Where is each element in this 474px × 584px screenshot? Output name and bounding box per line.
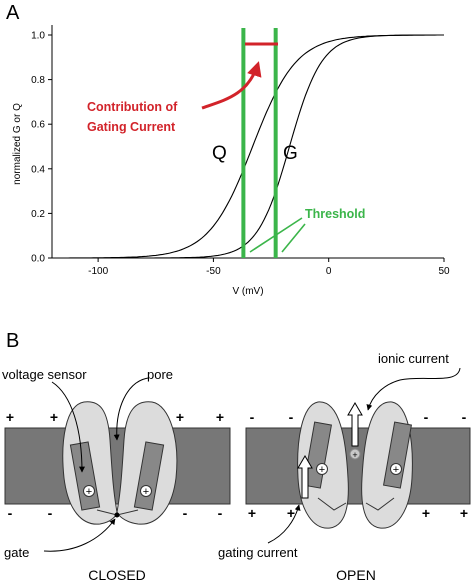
ion-icon (349, 448, 361, 460)
y-tick-label: 0.4 (31, 164, 45, 175)
threshold-pointer-2 (281, 223, 306, 253)
gating-current-arrow (297, 455, 313, 499)
threshold-label: Threshold (305, 207, 365, 221)
open-channel: + + + - - - - + + + + ionic current gati… (218, 351, 471, 583)
y-tick-label: 0.2 (31, 209, 45, 220)
x-axis-ticks: -100 -50 0 50 (88, 258, 450, 277)
open-voltage-sensor-right (382, 421, 412, 489)
x-tick-label: 0 (326, 266, 332, 277)
threshold-pointer-1 (249, 217, 303, 253)
x-tick-label: -100 (88, 266, 108, 277)
chart-axes (51, 25, 444, 259)
charge-plus: + (422, 505, 430, 521)
panel-b: B + + + + + + - - - - voltage sensor por… (2, 330, 471, 583)
charge-minus: - (424, 409, 429, 425)
g-curve-label: G (283, 143, 298, 164)
membrane-left (4, 427, 231, 505)
ion-charge: + (352, 450, 357, 460)
charge-plus: + (6, 409, 14, 425)
charge-minus: - (250, 409, 255, 425)
charge-plus: + (50, 409, 58, 425)
contribution-label-line1: Contribution of (87, 100, 178, 114)
charge-plus: + (216, 409, 224, 425)
q-curve (52, 34, 444, 259)
closed-sensor-charge-left: + (86, 486, 92, 498)
charge-plus: + (248, 505, 256, 521)
gate-label: gate (4, 545, 29, 560)
charge-minus: - (8, 505, 13, 521)
ionic-current-arrow (347, 402, 363, 447)
x-tick-label: -50 (206, 266, 221, 277)
threshold-lines (241, 28, 278, 258)
closed-sensor-charge-right: + (143, 486, 149, 498)
x-axis-label: V (mV) (232, 286, 263, 297)
y-tick-label: 0.0 (31, 254, 45, 265)
voltage-sensor-label: voltage sensor (2, 367, 87, 382)
closed-channel: + + + + + + - - - - voltage sensor pore … (2, 367, 231, 583)
charge-plus: + (176, 409, 184, 425)
charge-plus: + (460, 505, 468, 521)
q-curve-label: Q (212, 143, 227, 164)
charge-minus: - (48, 505, 53, 521)
y-axis-label: normalized G or Q (12, 103, 23, 185)
charge-minus: - (218, 505, 223, 521)
panel-a: A -100 -50 0 50 0.0 0.2 0.4 0.6 0.8 1.0 normaliz… (6, 2, 450, 297)
contribution-label-line2: Gating Current (87, 120, 176, 134)
charge-minus: - (462, 409, 467, 425)
y-tick-label: 0.6 (31, 120, 45, 131)
gating-contribution-arrow (201, 61, 262, 110)
chart-curves (52, 34, 444, 259)
y-axis-ticks: 0.0 0.2 0.4 0.6 0.8 1.0 (31, 31, 52, 265)
gating-current-label: gating current (218, 545, 298, 560)
open-sensor-charge-right: + (393, 464, 399, 476)
panel-b-label: B (6, 330, 19, 352)
charge-minus: - (289, 409, 294, 425)
open-state-label: OPEN (336, 567, 376, 583)
pore-label: pore (147, 367, 173, 382)
open-voltage-sensor-left (302, 421, 332, 489)
gate-dot (114, 512, 120, 518)
open-sensor-charge-left: + (319, 464, 325, 476)
closed-state-label: CLOSED (88, 567, 146, 583)
charge-minus: - (183, 505, 188, 521)
ionic-current-label: ionic current (378, 351, 449, 366)
panel-a-label: A (6, 2, 20, 24)
y-tick-label: 1.0 (31, 31, 45, 42)
y-tick-label: 0.8 (31, 75, 45, 86)
g-curve (52, 34, 444, 259)
x-tick-label: 50 (438, 266, 450, 277)
charge-plus: + (287, 505, 295, 521)
